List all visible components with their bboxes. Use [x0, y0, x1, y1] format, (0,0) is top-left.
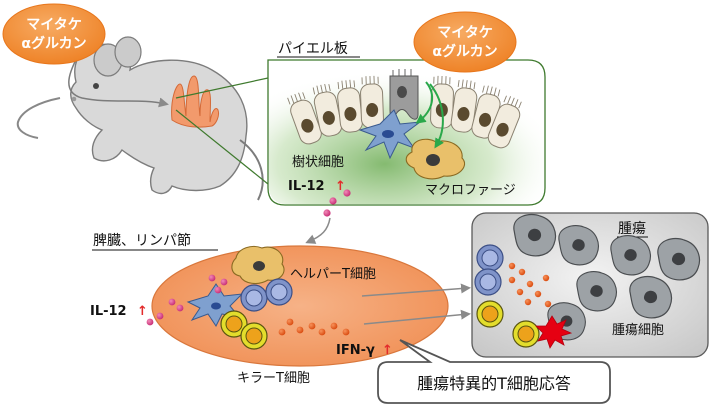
- peyer-il12-up-arrow: ↑: [335, 179, 346, 194]
- spleen-il12-up-arrow: ↑: [137, 304, 148, 319]
- tumor-title: 腫瘍: [618, 220, 646, 237]
- tumor-killer-t-cell: [512, 320, 540, 348]
- zoom-line-top: [175, 77, 269, 99]
- spleen-to-tumor-arrow-1: [361, 283, 471, 297]
- ifn-up-arrow: ↑: [382, 343, 393, 358]
- peyer-title: パイエル板: [278, 41, 348, 57]
- mouse-ingest-arrow: [68, 51, 169, 108]
- dendritic-label: 樹状細胞: [292, 155, 344, 170]
- maitake-badge-left: マイタケ αグルカン: [2, 3, 106, 65]
- macrophage-cell: [405, 138, 466, 180]
- uptake-arrow-1: [415, 81, 434, 124]
- peyer-il12-label: IL-12: [288, 179, 325, 194]
- il12-cytokines-descending: [323, 189, 351, 217]
- response-label: 腫瘍特異的T細胞応答: [417, 374, 571, 393]
- ifn-label: IFN-γ: [336, 343, 375, 358]
- tumor-killer-t-cell: [476, 300, 504, 328]
- macrophage-label: マクロファージ: [425, 183, 516, 198]
- helper-t-cell: [240, 284, 268, 312]
- peyer-to-spleen-arrow: [305, 217, 331, 244]
- helper-t-cell: [265, 278, 293, 306]
- zoom-line-bottom: [175, 109, 269, 185]
- uptake-arrow-2: [429, 83, 444, 149]
- tumor-t-cell: [474, 268, 502, 296]
- maitake-badge-right: マイタケ αグルカン: [413, 11, 517, 73]
- maitake-left-line2: αグルカン: [21, 35, 86, 52]
- spleen-title: 脾臓、リンパ節: [93, 232, 191, 249]
- spleen-panel: 脾臓、リンパ節: [90, 232, 449, 386]
- killer-t-cell: [240, 322, 268, 350]
- apc-cell: [231, 245, 285, 285]
- kill-burst-icon: [535, 315, 573, 349]
- spleen-to-tumor-arrow-2: [363, 309, 471, 325]
- spleen-ifn-cytokines: [278, 318, 350, 336]
- tumor-t-cell: [476, 244, 504, 272]
- helper-t-label: ヘルパーT細胞: [290, 267, 376, 282]
- maitake-right-line1: マイタケ: [437, 25, 492, 41]
- maitake-right-line2: αグルカン: [432, 43, 497, 60]
- spleen-il12-label: IL-12: [90, 304, 127, 319]
- tumor-ifn-cytokines: [508, 262, 552, 308]
- intestine-villi: [171, 75, 219, 128]
- maitake-left-line1: マイタケ: [26, 17, 81, 33]
- killer-t-label: キラーT細胞: [237, 371, 310, 386]
- response-callout: 腫瘍特異的T細胞応答: [377, 339, 611, 404]
- mouse-illustration: [16, 36, 264, 201]
- tumor-panel: 腫瘍 腫瘍細胞: [471, 212, 709, 358]
- tumor-cells-label: 腫瘍細胞: [612, 322, 664, 338]
- spleen-il12-cytokines: [146, 274, 228, 326]
- peyer-patch-panel: パイエル板 樹状細胞 IL-12: [175, 41, 546, 206]
